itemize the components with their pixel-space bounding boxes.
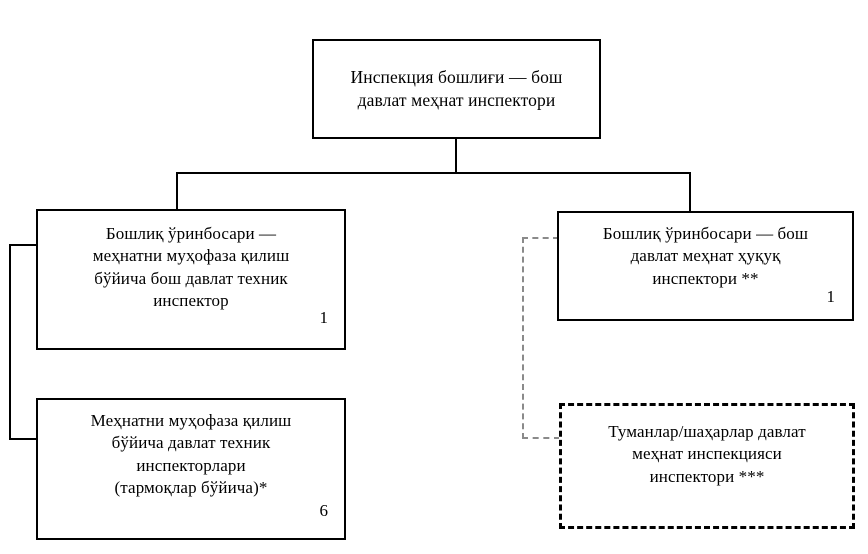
connector-right-dashed-side: [522, 237, 524, 439]
connector-drop-deputy-legal: [689, 172, 691, 212]
node-deputy-chief-legal: Бошлиқ ўринбосари — бош давлат меҳнат ҳу…: [557, 211, 854, 321]
connector-right-dashed-top: [522, 237, 559, 239]
connector-level2-bar: [176, 172, 691, 174]
connector-drop-deputy-tech: [176, 172, 178, 210]
node-deputy-chief-legal-label: Бошлиқ ўринбосари — бош давлат меҳнат ҳу…: [602, 224, 809, 288]
node-deputy-chief-technical: Бошлиқ ўринбосари — меҳнатни муҳофаза қи…: [36, 209, 346, 350]
node-state-technical-inspectors-count: 6: [319, 501, 329, 520]
connector-left-bracket-bottom: [9, 438, 38, 440]
connector-root-stem: [455, 139, 457, 174]
node-deputy-chief-technical-label: Бошлиқ ўринбосари — меҳнатни муҳофаза қи…: [92, 224, 290, 311]
node-state-technical-inspectors: Меҳнатни муҳофаза қилиш бўйича давлат те…: [36, 398, 346, 540]
connector-left-bracket-top: [9, 244, 38, 246]
connector-left-bracket-side: [9, 244, 11, 440]
node-inspection-head: Инспекция бошлиғи — бош давлат меҳнат ин…: [312, 39, 601, 139]
node-inspection-head-label: Инспекция бошлиғи — бош давлат меҳнат ин…: [350, 66, 563, 110]
node-state-technical-inspectors-label: Меҳнатни муҳофаза қилиш бўйича давлат те…: [90, 411, 292, 498]
node-district-city-inspection-label: Туманлар/шаҳарлар давлат меҳнат инспекци…: [608, 422, 806, 486]
node-district-city-inspection: Туманлар/шаҳарлар давлат меҳнат инспекци…: [559, 403, 855, 529]
connector-right-dashed-bottom: [522, 437, 560, 439]
node-deputy-chief-technical-count: 1: [319, 308, 329, 327]
node-deputy-chief-legal-count: 1: [826, 287, 836, 306]
